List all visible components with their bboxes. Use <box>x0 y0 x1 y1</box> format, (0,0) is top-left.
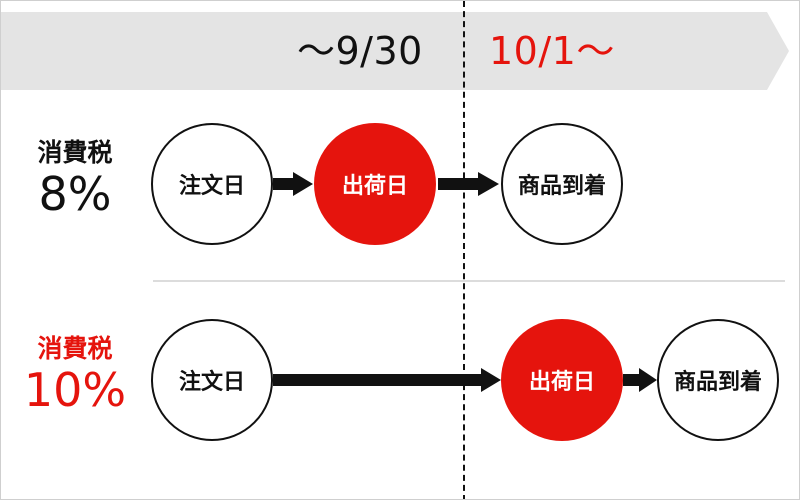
order-date-circle-10: 注文日 <box>151 319 273 441</box>
timeline-banner-shape <box>1 12 789 90</box>
row-divider <box>153 280 785 282</box>
tax-label: 消費税 <box>37 138 113 167</box>
date-before-label: 〜9/30 <box>297 29 423 73</box>
right-arrow-icon <box>273 368 501 392</box>
right-arrow-icon <box>438 172 499 196</box>
right-arrow-icon <box>273 172 313 196</box>
ship-date-circle-10: 出荷日 <box>501 319 623 441</box>
order-date-circle-8: 注文日 <box>151 123 273 245</box>
cutoff-date-line <box>463 1 465 499</box>
tax-label: 消費税 <box>37 334 113 363</box>
date-after-label: 10/1〜 <box>489 29 615 73</box>
right-arrow-icon <box>623 368 657 392</box>
arrival-circle-10: 商品到着 <box>657 319 779 441</box>
ship-date-circle-8: 出荷日 <box>314 123 436 245</box>
timeline-banner <box>1 12 789 90</box>
row-label-8-percent: 消費税 8% <box>15 138 135 220</box>
tax-rate: 8% <box>38 167 112 221</box>
arrival-circle-8: 商品到着 <box>501 123 623 245</box>
row-label-10-percent: 消費税 10% <box>15 334 135 416</box>
tax-rate: 10% <box>23 363 127 417</box>
